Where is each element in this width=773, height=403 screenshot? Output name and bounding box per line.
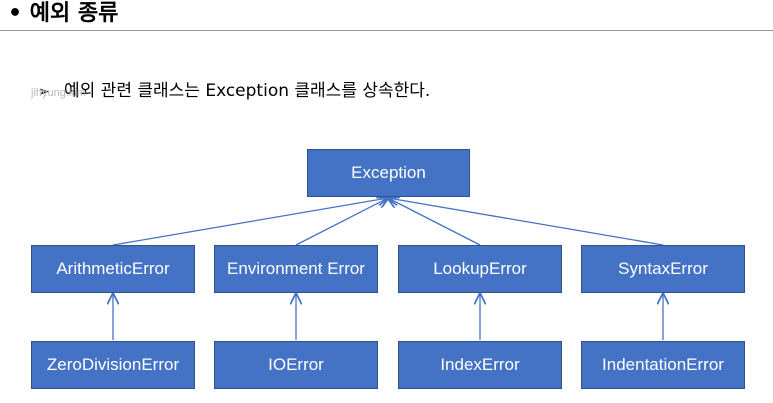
node-indexerror: IndexError: [398, 341, 562, 389]
connector-environmenterror-to-exception: [295, 198, 388, 246]
node-environmenterror: Environment Error: [214, 245, 378, 293]
arrow-bullet-icon: ➢: [38, 84, 50, 100]
node-syntaxerror: SyntaxError: [581, 245, 745, 293]
bullet-text: 예외 관련 클래스는 Exception 클래스를 상속한다.: [64, 81, 431, 101]
connector-lookuperror-to-exception: [388, 198, 481, 246]
watermark-text: jihyung.kim: [31, 87, 87, 99]
title-divider: [0, 30, 773, 31]
slide-title: • 예외 종류: [8, 1, 119, 26]
node-exception: Exception: [307, 149, 470, 197]
node-zerodivisionerror: ZeroDivisionError: [31, 341, 195, 389]
node-indentationerror: IndentationError: [581, 341, 745, 389]
bullet-line: ➢ 예외 관련 클래스는 Exception 클래스를 상속한다.: [38, 80, 430, 103]
node-lookuperror: LookupError: [398, 245, 562, 293]
node-ioerror: IOError: [214, 341, 378, 389]
connector-syntaxerror-to-exception: [388, 198, 664, 246]
node-arithmeticerror: ArithmeticError: [31, 245, 195, 293]
connector-arithmeticerror-to-exception: [112, 198, 388, 246]
